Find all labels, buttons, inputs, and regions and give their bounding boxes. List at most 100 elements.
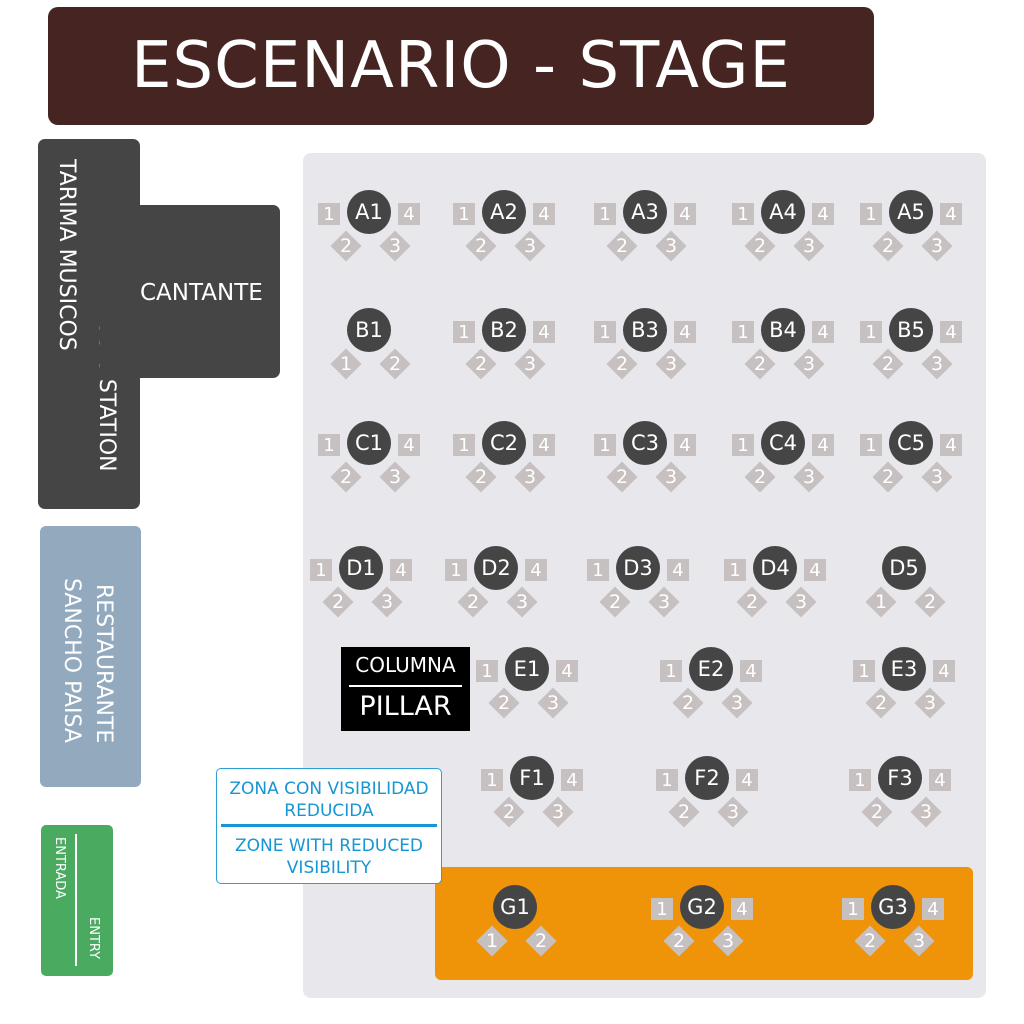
seat-d2-4: 4 — [525, 559, 547, 581]
singer-label: CANTANTE — [140, 280, 263, 306]
seat-e3-2-label: 2 — [874, 692, 888, 714]
seat-g2-3-label: 3 — [721, 930, 735, 952]
table-f3[interactable]: F3 — [878, 756, 922, 800]
seat-a1-1: 1 — [318, 203, 340, 225]
seat-a1-4: 4 — [398, 203, 420, 225]
seat-b2-2-label: 2 — [474, 353, 488, 375]
seat-e2-1: 1 — [660, 660, 682, 682]
seat-c3-3-label: 3 — [664, 466, 678, 488]
seat-d3-2-label: 2 — [608, 591, 622, 613]
table-c5[interactable]: C5 — [889, 421, 933, 465]
table-a5[interactable]: A5 — [889, 190, 933, 234]
reduced-visibility-label-es: ZONA CON VISIBILIDAD REDUCIDA — [229, 779, 429, 821]
seat-g2-2-label: 2 — [672, 930, 686, 952]
seat-e1-1: 1 — [476, 660, 498, 682]
seat-c4-4: 4 — [812, 434, 834, 456]
table-d2[interactable]: D2 — [474, 546, 518, 590]
seat-b4-4: 4 — [812, 321, 834, 343]
table-g1[interactable]: G1 — [493, 885, 537, 929]
table-d4[interactable]: D4 — [753, 546, 797, 590]
table-c3[interactable]: C3 — [623, 421, 667, 465]
seat-b2-4: 4 — [533, 321, 555, 343]
seat-f2-1: 1 — [656, 769, 678, 791]
table-g2[interactable]: G2 — [680, 885, 724, 929]
table-e1[interactable]: E1 — [505, 647, 549, 691]
table-d3[interactable]: D3 — [616, 546, 660, 590]
seat-d4-3-label: 3 — [794, 591, 808, 613]
restaurant-area: RESTAURANTE SANCHO PAISA — [40, 526, 141, 787]
table-d5[interactable]: D5 — [882, 546, 926, 590]
seat-d5-2-label: 2 — [923, 591, 937, 613]
seat-a5-3-label: 3 — [930, 235, 944, 257]
seat-d4-2-label: 2 — [745, 591, 759, 613]
table-b3[interactable]: B3 — [623, 308, 667, 352]
seat-d1-4: 4 — [390, 559, 412, 581]
seat-c5-4: 4 — [940, 434, 962, 456]
seat-d4-1: 1 — [724, 559, 746, 581]
table-b5[interactable]: B5 — [889, 308, 933, 352]
table-f1[interactable]: F1 — [510, 756, 554, 800]
seat-b5-4: 4 — [940, 321, 962, 343]
seat-c5-1: 1 — [860, 434, 882, 456]
table-b2[interactable]: B2 — [482, 308, 526, 352]
seat-e3-4: 4 — [933, 660, 955, 682]
table-e2[interactable]: E2 — [689, 647, 733, 691]
restaurant-label-line1: RESTAURANTE — [91, 584, 116, 744]
seat-b5-3-label: 3 — [930, 353, 944, 375]
seat-c3-2-label: 2 — [615, 466, 629, 488]
seat-c1-4: 4 — [398, 434, 420, 456]
pillar: COLUMNA PILLAR — [341, 647, 470, 731]
table-c4[interactable]: C4 — [761, 421, 805, 465]
reduced-visibility-divider — [221, 824, 437, 827]
reduced-visibility-notice: ZONA CON VISIBILIDAD REDUCIDA ZONE WITH … — [216, 768, 442, 884]
table-a2[interactable]: A2 — [482, 190, 526, 234]
seat-c1-2-label: 2 — [339, 466, 353, 488]
seat-g1-1-label: 1 — [485, 930, 499, 952]
seat-b2-3-label: 3 — [523, 353, 537, 375]
table-d1[interactable]: D1 — [339, 546, 383, 590]
table-a1[interactable]: A1 — [347, 190, 391, 234]
seat-b3-1: 1 — [594, 321, 616, 343]
seat-d2-3-label: 3 — [515, 591, 529, 613]
entry-label-es: ENTRADA — [52, 837, 67, 899]
seat-g3-4: 4 — [922, 898, 944, 920]
reduced-visibility-label-en: ZONE WITH REDUCED VISIBILITY — [234, 836, 424, 878]
seat-g1-2-label: 2 — [534, 930, 548, 952]
seat-d1-1: 1 — [310, 559, 332, 581]
seat-f3-3-label: 3 — [919, 801, 933, 823]
table-c2[interactable]: C2 — [482, 421, 526, 465]
table-b1[interactable]: B1 — [347, 308, 391, 352]
seat-b5-2-label: 2 — [881, 353, 895, 375]
seat-e2-2-label: 2 — [681, 692, 695, 714]
table-f2[interactable]: F2 — [685, 756, 729, 800]
seat-d3-3-label: 3 — [657, 591, 671, 613]
seat-a3-4: 4 — [674, 203, 696, 225]
seat-b1-2-label: 2 — [388, 353, 402, 375]
seat-f1-4: 4 — [561, 769, 583, 791]
table-b4[interactable]: B4 — [761, 308, 805, 352]
seat-a2-1: 1 — [453, 203, 475, 225]
table-e3[interactable]: E3 — [882, 647, 926, 691]
table-a4[interactable]: A4 — [761, 190, 805, 234]
seat-c4-2-label: 2 — [753, 466, 767, 488]
seat-b3-4: 4 — [674, 321, 696, 343]
table-c1[interactable]: C1 — [347, 421, 391, 465]
entry-label-en: ENTRY — [86, 917, 101, 960]
restaurant-label-line2: SANCHO PAISA — [59, 578, 84, 743]
seat-g3-1: 1 — [842, 898, 864, 920]
seat-b5-1: 1 — [860, 321, 882, 343]
seat-f1-2-label: 2 — [502, 801, 516, 823]
table-a3[interactable]: A3 — [623, 190, 667, 234]
seat-f2-3-label: 3 — [726, 801, 740, 823]
seat-a2-2-label: 2 — [474, 235, 488, 257]
seat-c4-3-label: 3 — [802, 466, 816, 488]
seat-a2-4: 4 — [533, 203, 555, 225]
seat-c5-3-label: 3 — [930, 466, 944, 488]
pillar-divider — [349, 685, 462, 687]
seat-c3-1: 1 — [594, 434, 616, 456]
seat-d1-3-label: 3 — [380, 591, 394, 613]
singer-area — [100, 205, 280, 378]
seat-a4-1: 1 — [732, 203, 754, 225]
table-g3[interactable]: G3 — [871, 885, 915, 929]
seat-f3-4: 4 — [929, 769, 951, 791]
